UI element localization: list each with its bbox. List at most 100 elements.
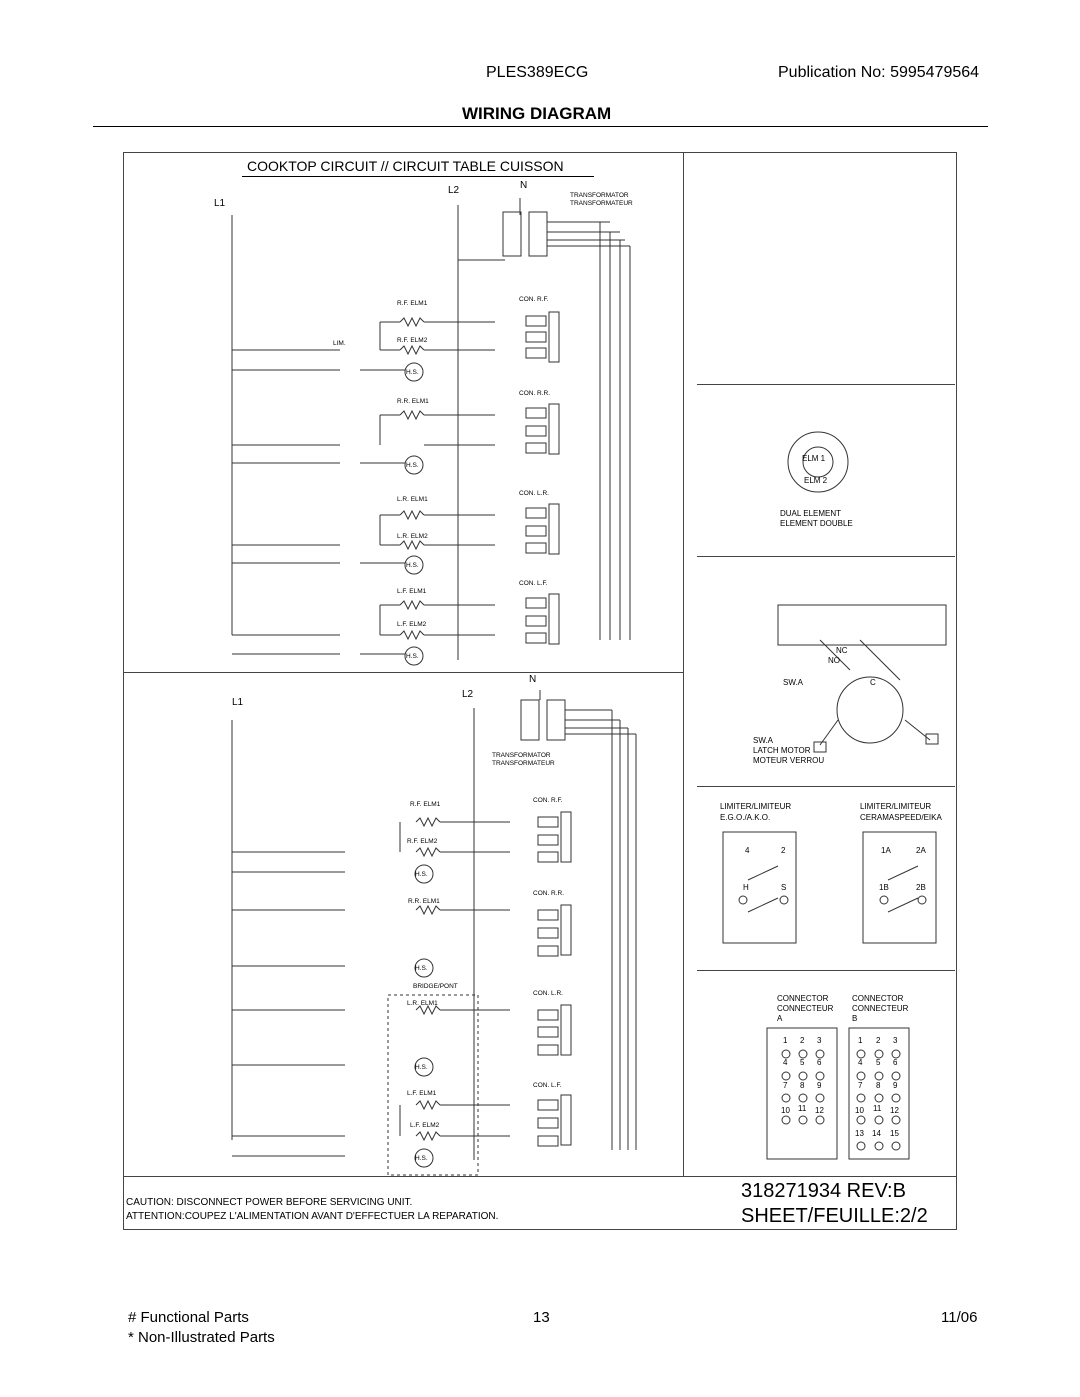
conn-b-pin: 14 bbox=[872, 1129, 881, 1138]
schematic-lines bbox=[231, 198, 947, 1176]
conn-a-pin: 3 bbox=[817, 1036, 822, 1045]
lower-n-label: N bbox=[529, 674, 537, 685]
part-number: 318271934 REV:B bbox=[741, 1180, 906, 1202]
lower-transformer-label: TRANSFORMATOR bbox=[492, 752, 551, 759]
caution-text: CAUTION: DISCONNECT POWER BEFORE SERVICI… bbox=[126, 1197, 413, 1208]
conn-b-pin: 11 bbox=[873, 1104, 882, 1113]
no-label: NO bbox=[828, 656, 840, 665]
conn-a-pin: 4 bbox=[783, 1058, 788, 1067]
element-double-label: ELEMENT DOUBLE bbox=[780, 519, 853, 528]
conn-b-pin: 8 bbox=[876, 1081, 881, 1090]
upper-hs-4: H.S. bbox=[406, 653, 419, 660]
upper-branch-lf bbox=[232, 593, 560, 666]
elm1-label: ELM 1 bbox=[802, 454, 826, 463]
conn-b-pin: 6 bbox=[893, 1058, 898, 1067]
upper-lf-elm2: L.F. ELM2 bbox=[397, 621, 427, 628]
limiter2-pin-2b: 2B bbox=[916, 883, 926, 892]
upper-branch-rf bbox=[232, 311, 560, 382]
model-number: PLES389ECG bbox=[486, 64, 589, 81]
side-divider-2 bbox=[697, 556, 955, 557]
conn-a-pin: 2 bbox=[800, 1036, 805, 1045]
side-divider-4 bbox=[697, 970, 955, 971]
header-rule bbox=[93, 126, 988, 127]
side-divider-3 bbox=[697, 786, 955, 787]
connector-b-title: CONNECTOR bbox=[852, 994, 904, 1003]
upper-lr-elm2: L.R. ELM2 bbox=[397, 533, 428, 540]
page-title: WIRING DIAGRAM bbox=[462, 104, 612, 123]
upper-con-lr: CON. L.R. bbox=[519, 490, 549, 497]
lower-l2-label: L2 bbox=[462, 689, 474, 700]
lower-branch-rr bbox=[232, 904, 572, 978]
upper-rr-elm1: R.R. ELM1 bbox=[397, 398, 429, 405]
conn-b-pin: 4 bbox=[858, 1058, 863, 1067]
upper-l1-label: L1 bbox=[214, 198, 226, 209]
lower-con-rf: CON. R.F. bbox=[533, 797, 563, 804]
upper-branch-rr bbox=[232, 403, 560, 475]
diagram-frame bbox=[123, 152, 957, 1230]
conn-a-pin: 6 bbox=[817, 1058, 822, 1067]
upper-n-label: N bbox=[520, 180, 528, 191]
lower-lf-elm2: L.F. ELM2 bbox=[410, 1122, 440, 1129]
lower-hs-4: H.S. bbox=[415, 1155, 428, 1162]
limiter2-label: LIMITER/LIMITEUR bbox=[860, 802, 932, 811]
conn-b-pin: 15 bbox=[890, 1129, 899, 1138]
limiter1-pin-4: 4 bbox=[745, 846, 750, 855]
limiter2-pin-2a: 2A bbox=[916, 846, 926, 855]
conn-a-pin: 12 bbox=[815, 1106, 824, 1115]
lower-transformer-fr-label: TRANSFORMATEUR bbox=[492, 760, 555, 767]
upper-branch-lr bbox=[232, 503, 560, 575]
lower-lf-elm1: L.F. ELM1 bbox=[407, 1090, 437, 1097]
cooktop-title-underline bbox=[242, 176, 594, 177]
frame-divider-v bbox=[683, 152, 684, 1176]
moteur-verrou-label: MOTEUR VERROU bbox=[753, 756, 825, 765]
conn-b-pin: 13 bbox=[855, 1129, 864, 1138]
conn-b-pin: 2 bbox=[876, 1036, 881, 1045]
conn-a-pin: 5 bbox=[800, 1058, 805, 1067]
cooktop-title: COOKTOP CIRCUIT // CIRCUIT TABLE CUISSON bbox=[247, 158, 564, 174]
limiter1-label: LIMITER/LIMITEUR bbox=[720, 802, 792, 811]
conn-a-pin: 7 bbox=[783, 1081, 788, 1090]
side-divider-1 bbox=[697, 384, 955, 385]
upper-transformer-label: TRANSFORMATOR bbox=[570, 192, 629, 199]
conn-a-pin: 1 bbox=[783, 1036, 788, 1045]
conn-b-pin: 12 bbox=[890, 1106, 899, 1115]
lower-bridge: BRIDGE/PONT bbox=[413, 983, 458, 990]
lower-lr-elm1: L.R. ELM1 bbox=[407, 1000, 438, 1007]
swa-label-1: SW.A bbox=[783, 678, 804, 687]
non-illustrated-note: * Non-Illustrated Parts bbox=[128, 1329, 275, 1346]
page-number: 13 bbox=[533, 1309, 550, 1326]
upper-con-rf: CON. R.F. bbox=[519, 296, 549, 303]
conn-b-pin: 7 bbox=[858, 1081, 863, 1090]
connector-a-title: CONNECTOR bbox=[777, 994, 829, 1003]
lower-rf-elm1: R.F. ELM1 bbox=[410, 801, 441, 808]
lower-hs-2: H.S. bbox=[415, 965, 428, 972]
connector-b-letter: B bbox=[852, 1014, 858, 1023]
conn-a-pin: 8 bbox=[800, 1081, 805, 1090]
conn-b-pin: 9 bbox=[893, 1081, 898, 1090]
upper-l2-label: L2 bbox=[448, 185, 460, 196]
upper-hs-1: H.S. bbox=[406, 369, 419, 376]
lower-con-lr: CON. L.R. bbox=[533, 990, 563, 997]
upper-rf-elm2: R.F. ELM2 bbox=[397, 337, 428, 344]
lower-con-lf: CON. L.F. bbox=[533, 1082, 562, 1089]
connector-a-pins bbox=[781, 1049, 825, 1125]
connector-b-pins bbox=[856, 1049, 901, 1151]
limiter2-pin-1b: 1B bbox=[879, 883, 889, 892]
dual-element-outer bbox=[787, 431, 849, 493]
conn-a-pin: 11 bbox=[798, 1104, 807, 1113]
upper-lf-elm1: L.F. ELM1 bbox=[397, 588, 427, 595]
upper-hs-2: H.S. bbox=[406, 462, 419, 469]
revision-date: 11/06 bbox=[941, 1309, 978, 1326]
upper-con-rr: CON. R.R. bbox=[519, 390, 551, 397]
lower-branch-lr bbox=[232, 1004, 572, 1077]
conn-b-pin: 5 bbox=[876, 1058, 881, 1067]
dual-element-label: DUAL ELEMENT bbox=[780, 509, 842, 518]
lower-rf-elm2: R.F. ELM2 bbox=[407, 838, 438, 845]
lower-l1-label: L1 bbox=[232, 697, 244, 708]
connecteur-b-title: CONNECTEUR bbox=[852, 1004, 909, 1013]
conn-b-pin: 10 bbox=[855, 1106, 864, 1115]
limiter1-pin-s: S bbox=[781, 883, 787, 892]
frame-divider-h bbox=[123, 672, 683, 673]
frame-divider-bottom bbox=[123, 1176, 956, 1177]
